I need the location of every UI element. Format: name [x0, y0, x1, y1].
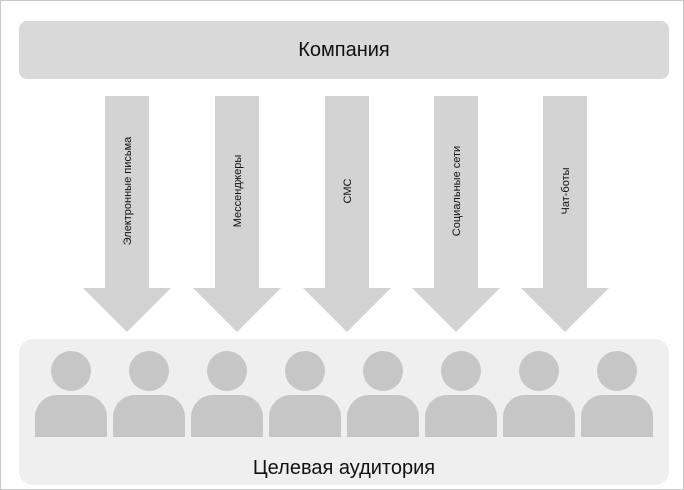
- person-icon: [35, 351, 107, 437]
- channel-arrow-chatbots: Чат-боты: [521, 96, 611, 334]
- channel-label-social: Социальные сети: [451, 145, 463, 237]
- audience-label: Целевая аудитория: [252, 457, 436, 479]
- person-icon: [581, 351, 653, 437]
- company-bar: Компания: [19, 21, 669, 79]
- arrow-down-icon: [303, 96, 391, 332]
- audience-panel: Целевая аудитория: [19, 339, 669, 485]
- person-icon: [113, 351, 185, 437]
- arrow-down-icon: [83, 96, 171, 332]
- person-icon: [425, 351, 497, 437]
- arrow-down-icon: [521, 96, 609, 332]
- channel-arrow-sms: СМС: [303, 96, 393, 334]
- channel-arrow-messengers: Мессенджеры: [193, 96, 283, 334]
- channel-arrow-email: Электронные письма: [83, 96, 173, 334]
- channel-label-chatbots: Чат-боты: [560, 167, 572, 215]
- arrow-down-icon: [193, 96, 281, 332]
- channel-label-email: Электронные письма: [122, 136, 134, 246]
- arrow-down-icon: [412, 96, 500, 332]
- person-icon: [269, 351, 341, 437]
- channel-label-messengers: Мессенджеры: [232, 154, 244, 228]
- person-icon: [503, 351, 575, 437]
- channel-arrow-social: Социальные сети: [412, 96, 502, 334]
- company-label: Компания: [298, 38, 390, 61]
- person-icon: [191, 351, 263, 437]
- channel-label-sms: СМС: [342, 178, 354, 204]
- person-icon: [347, 351, 419, 437]
